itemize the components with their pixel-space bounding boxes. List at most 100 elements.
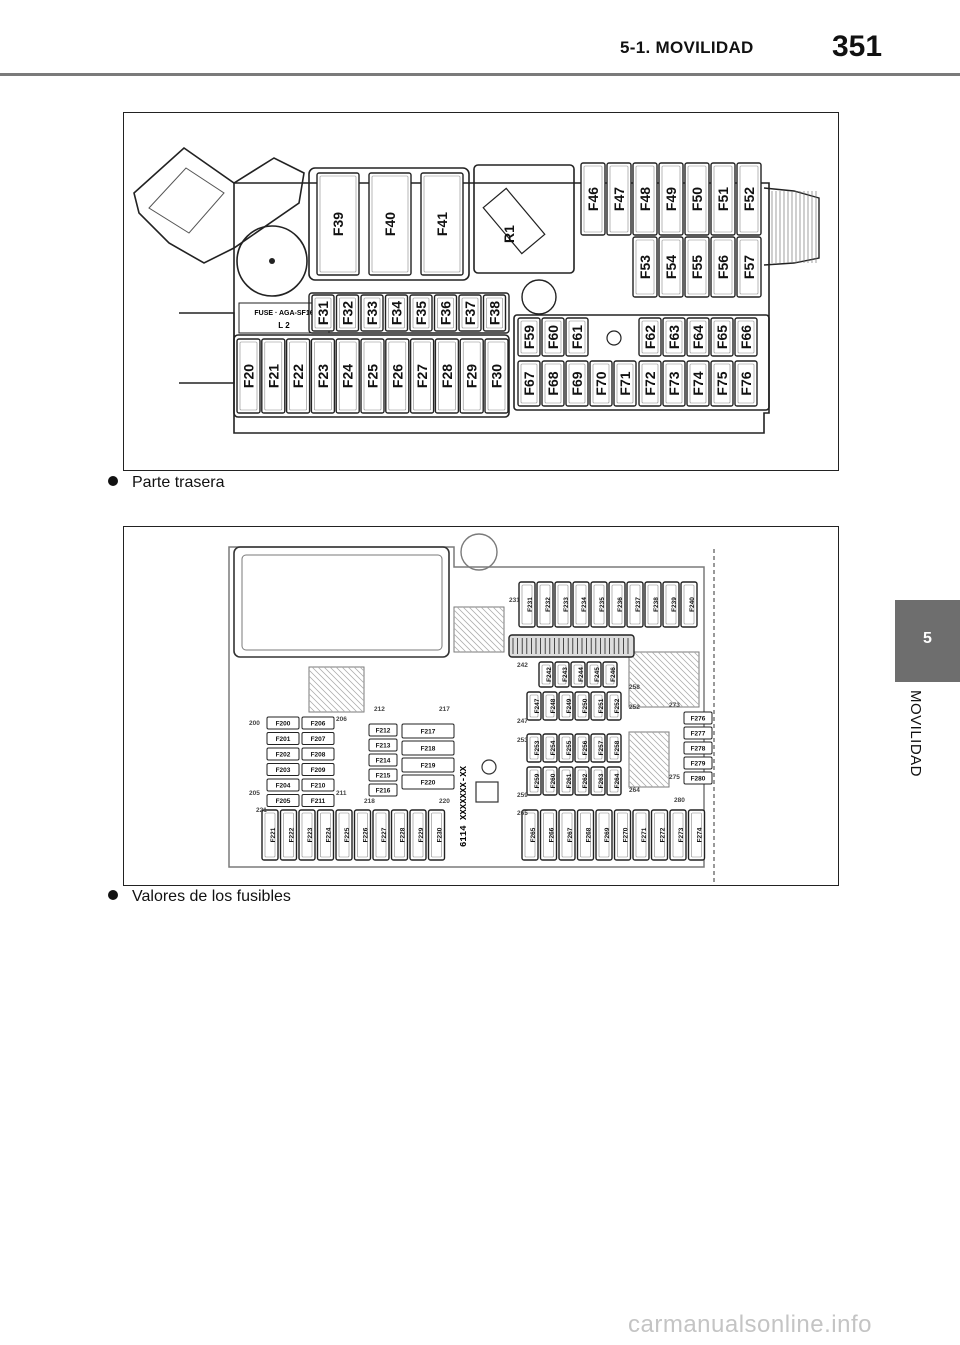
hatch-area-mid-hatch xyxy=(453,645,461,653)
fuse-f50-box xyxy=(684,162,710,236)
fuse-f278: F278 xyxy=(691,745,706,752)
fuse-f24: F24 xyxy=(340,364,356,388)
fuse-f73-box xyxy=(662,360,686,407)
page-number: 351 xyxy=(832,30,883,63)
fuse-f54-box xyxy=(658,236,684,298)
fuse-f200-box xyxy=(266,716,300,730)
fuse-f215: F215 xyxy=(376,772,391,779)
fuse-f55-inner xyxy=(687,239,707,295)
fuse-f268-box xyxy=(576,809,595,861)
fuse-f63-inner xyxy=(665,320,683,354)
hatch-area-left-hatch xyxy=(317,666,364,713)
fuse-f46-box xyxy=(580,162,606,236)
fuse-f245-inner xyxy=(589,664,599,685)
fuse-f70-inner xyxy=(592,363,610,404)
hatch-area-left-hatch xyxy=(308,687,334,713)
bullet-icon xyxy=(108,890,118,900)
fuse-f229-inner xyxy=(412,812,424,858)
fuse-f228-box xyxy=(390,809,409,861)
hatch-area-right-hatch xyxy=(628,658,678,708)
fuse-f60-inner xyxy=(544,320,562,354)
fuse-f23-inner xyxy=(314,341,332,411)
hatch-area-right-low-hatch xyxy=(628,744,670,786)
fuse-f213-box xyxy=(368,738,398,752)
fuse-f37-box xyxy=(458,294,482,332)
fuse-f224-inner xyxy=(320,812,331,858)
fuse-f202-box xyxy=(266,747,300,761)
fuse-f267-inner xyxy=(561,812,573,858)
fuse-f250-inner xyxy=(577,694,587,718)
fuse-f63: F63 xyxy=(666,325,682,349)
fuse-f266-inner xyxy=(543,812,554,858)
fuse-f277: F277 xyxy=(691,730,706,737)
fuse-f238-inner xyxy=(647,584,659,625)
fuse-f251: F251 xyxy=(598,698,605,713)
hatch-area-left-hatch xyxy=(308,681,340,713)
fuse-f65: F65 xyxy=(714,325,730,349)
fuse-f59: F59 xyxy=(521,325,537,349)
fuse-f22: F22 xyxy=(290,364,306,388)
fuse-f280: F280 xyxy=(691,775,706,782)
fuse-f31-box xyxy=(311,294,335,332)
fuse-f210-box xyxy=(301,778,335,792)
fuse-f253: F253 xyxy=(534,740,541,755)
fuse-f252-box xyxy=(606,691,622,721)
fuse-f47: F47 xyxy=(611,187,627,211)
fuse-f49: F49 xyxy=(663,187,679,211)
chapter-tab[interactable]: 5 xyxy=(895,600,960,682)
fuse-f41-inner xyxy=(423,175,461,273)
fuse-f250: F250 xyxy=(582,698,589,713)
fuse-f59-box xyxy=(517,317,541,357)
hatch-area-right-hatch xyxy=(628,670,666,708)
hatch-area-right-low-hatch xyxy=(651,731,670,750)
fuse-f239-box xyxy=(662,581,680,628)
fuse-f269-inner xyxy=(598,812,610,858)
fuse-f60: F60 xyxy=(545,325,561,349)
sticker-line1: FUSE · AGA-SF16 xyxy=(254,310,313,317)
group-label-221: 221 xyxy=(256,807,267,814)
fuse-f247-inner xyxy=(529,694,539,718)
mini-connector-icon xyxy=(606,330,622,346)
group-label-212: 212 xyxy=(374,706,385,713)
hatch-area-right-hatch xyxy=(628,652,684,708)
fuse-f214: F214 xyxy=(376,757,391,764)
fuse-f73: F73 xyxy=(666,371,682,395)
hatch-area-right-low-hatch xyxy=(628,732,670,774)
fuse-f62: F62 xyxy=(642,325,658,349)
fuse-f64-inner xyxy=(689,320,707,354)
fuse-f48: F48 xyxy=(637,187,653,211)
fuse-f23-box xyxy=(310,338,336,414)
fuse-f212: F212 xyxy=(376,727,391,734)
hatch-area-mid-hatch xyxy=(474,606,505,637)
fuse-f213: F213 xyxy=(376,742,391,749)
hatch-area-right-hatch xyxy=(663,651,700,688)
fuse-f246: F246 xyxy=(610,667,617,682)
fuse-f25-box xyxy=(360,338,385,414)
hatch-area-left-hatch xyxy=(341,666,365,690)
fuse-f69: F69 xyxy=(569,371,585,395)
fuse-f246-inner xyxy=(605,664,615,685)
fuse-f233-box xyxy=(554,581,572,628)
hatch-area-right-hatch xyxy=(675,651,700,676)
fuse-f266: F266 xyxy=(549,827,556,842)
fuse-f238: F238 xyxy=(653,597,660,612)
fuse-f264-inner xyxy=(609,769,619,793)
fuse-f202: F202 xyxy=(276,751,291,758)
fuse-f205: F205 xyxy=(276,798,291,805)
fuse-f242: F242 xyxy=(546,667,553,682)
fuse-f20-box xyxy=(236,338,261,414)
caption-rear-text: Parte trasera xyxy=(132,474,225,491)
fuse-f68: F68 xyxy=(545,371,561,395)
sticker-line2: L 2 xyxy=(278,321,290,330)
hatch-area-left-hatch xyxy=(308,675,346,713)
chapter-label: MOVILIDAD xyxy=(898,690,926,810)
fuse-f251-inner xyxy=(593,694,603,718)
hatch-area-right-hatch xyxy=(628,664,672,708)
fuse-f254-inner xyxy=(545,736,555,760)
ground-icon xyxy=(481,759,497,775)
fuse-f235-inner xyxy=(593,584,605,625)
fuse-f34: F34 xyxy=(389,301,405,325)
group-label-247: 247 xyxy=(517,718,528,725)
fuse-f70-box xyxy=(589,360,613,407)
fuse-f230-box xyxy=(427,809,446,861)
